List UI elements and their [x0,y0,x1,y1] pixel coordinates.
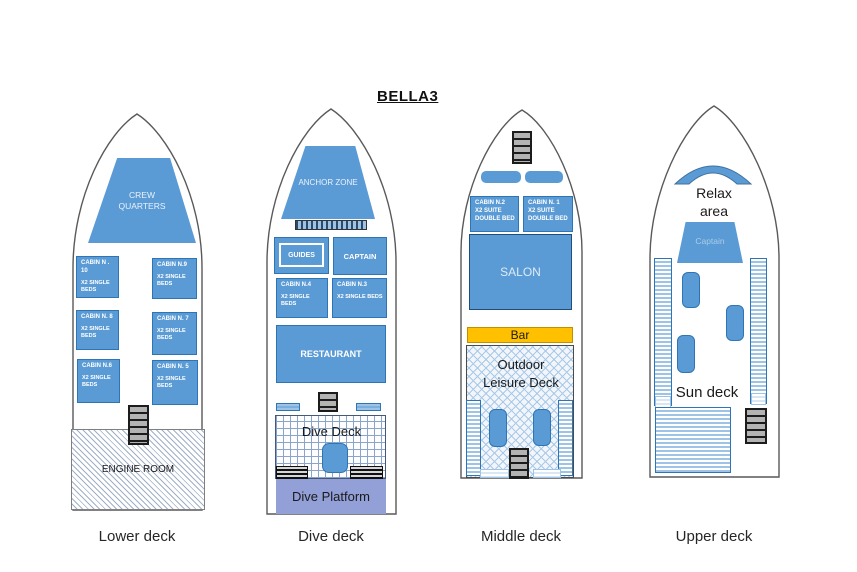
dive-platform-label: Dive Platform [291,489,371,504]
outdoor-leisure-line2: Leisure Deck [483,375,559,391]
cabin-1-suite: X2 SUITE [528,207,555,214]
salon-label: SALON [500,265,541,279]
stairs-icon [318,392,338,412]
bench-seat [356,403,381,411]
cabin-1: CABIN N. 1 X2 SUITE DOUBLE BED [523,196,573,232]
middle-deck-label: Middle deck [480,528,562,545]
upper-deck-label: Upper deck [675,528,753,545]
guides-room: GUIDES [274,237,329,274]
cabin-8-beds: X2 SINGLE BEDS [81,325,110,339]
cabin-4-beds: X2 SINGLE BEDS [281,293,310,307]
cabin-5-name: CABIN N. 5 [157,364,189,370]
cabin-2-suite: X2 SUITE [475,207,502,214]
stairs-icon [509,448,529,479]
cabin-3-name: CABIN N.3 [337,282,368,288]
cabin-8: CABIN N. 8 X2 SINGLE BEDS [76,310,119,350]
ladder-icon [350,466,383,479]
cabin-7-beds: X2 SINGLE BEDS [157,327,186,341]
cabin-9-name: CABIN N.9 [157,262,188,268]
side-bench [750,258,767,404]
cabin-6: CABIN N.6 X2 SINGLE BEDS [77,359,120,403]
guides-label: GUIDES [288,251,315,259]
captain-room-label: CAPTAIN [343,251,377,261]
sun-lounger [533,409,551,446]
cabin-7: CABIN N. 7 X2 SINGLE BEDS [152,312,197,355]
upper-deck-hull [649,105,780,478]
cabin-10-beds: X2 SINGLE BEDS [81,279,110,293]
bar: Bar [467,327,573,343]
ladder-icon [276,466,308,479]
cabin-1-bed: DOUBLE BED [528,215,568,222]
cabin-7-name: CABIN N. 7 [157,316,189,322]
dive-gear-station [322,443,348,473]
cabin-6-beds: X2 SINGLE BEDS [82,374,111,388]
cabin-4-name: CABIN N.4 [281,282,312,288]
cabin-8-name: CABIN N. 8 [81,314,113,320]
relax-area-line2: area [699,203,729,220]
dive-deck-area-label: Dive Deck [301,424,362,439]
cabin-3-beds: X2 SINGLE BEDS [337,293,383,300]
bar-label: Bar [510,328,530,342]
cabin-4: CABIN N.4 X2 SINGLE BEDS [276,278,328,318]
bench-seat [525,171,563,183]
engine-room-label: ENGINE ROOM [101,464,175,475]
cabin-9: CABIN N.9 X2 SINGLE BEDS [152,258,197,299]
cabin-2-bed: DOUBLE BED [475,215,515,222]
lower-deck-label: Lower deck [98,528,176,545]
cabin-9-beds: X2 SINGLE BEDS [157,273,186,287]
cabin-2-name: CABIN N.2 [475,200,506,206]
crew-quarters-label: CREW QUARTERS [118,190,166,212]
relax-area-line1: Relax [696,185,732,201]
sun-deck-label: Sun deck [675,384,739,401]
sun-lounger [489,409,507,447]
anchor-zone-label: ANCHOR ZONE [298,178,358,187]
side-bench [466,400,481,476]
bench-seat [533,469,561,478]
cabin-5-beds: X2 SINGLE BEDS [157,375,186,389]
sun-lounger [677,335,695,373]
bench-seat [480,469,509,478]
captain-area: Captain [677,222,743,263]
salon: SALON [469,234,572,310]
restaurant-label: RESTAURANT [300,349,362,359]
captain-area-label: Captain [695,236,725,246]
bench-seat [481,171,521,183]
anchor-grate-icon [295,220,367,230]
cabin-10: CABIN N . 10 X2 SINGLE BEDS [76,256,119,298]
stairs-icon [128,405,149,445]
relax-arc [673,165,753,185]
bench-seat [751,393,766,405]
restaurant: RESTAURANT [276,325,386,383]
page-title: BELLA3 [377,88,439,105]
cabin-3: CABIN N.3 X2 SINGLE BEDS [332,278,387,318]
outdoor-leisure-line1: Outdoor [497,357,545,372]
cabin-6-name: CABIN N.6 [82,363,113,369]
cabin-10-name: CABIN N . 10 [81,260,110,274]
cabin-5: CABIN N. 5 X2 SINGLE BEDS [152,360,198,405]
side-bench [558,400,573,476]
cabin-1-name: CABIN N. 1 [528,200,560,206]
guides-inner-outline: GUIDES [279,243,324,267]
dive-platform: Dive Platform [276,479,386,514]
sun-bed-area [655,407,731,473]
cabin-2: CABIN N.2 X2 SUITE DOUBLE BED [470,196,519,232]
stairs-icon [745,408,767,444]
captain-room: CAPTAIN [333,237,387,275]
bench-seat [276,403,300,411]
stairs-icon [512,131,532,164]
sun-lounger [682,272,700,308]
sun-lounger [726,305,744,341]
dive-deck-label: Dive deck [298,528,364,545]
